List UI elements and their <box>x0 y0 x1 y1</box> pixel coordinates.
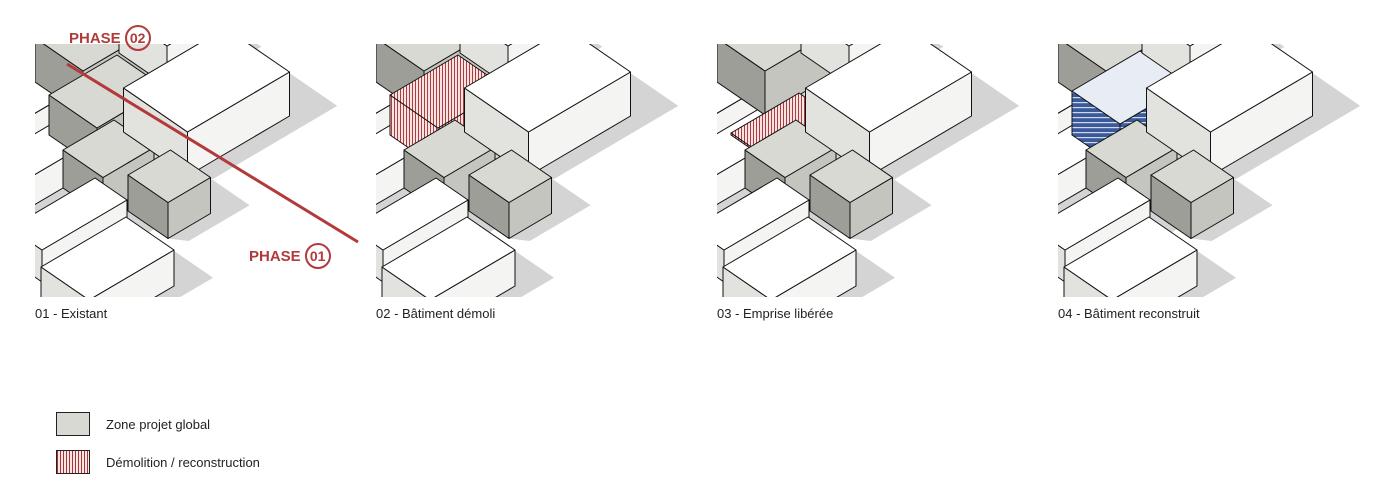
panel-rebuilt <box>1058 44 1380 297</box>
legend-project-zone: Zone projet global <box>56 412 210 436</box>
axonometric-cleared <box>717 44 1020 297</box>
phase-divider-line <box>66 62 359 244</box>
building-block-roof <box>722 216 857 297</box>
phase-text: PHASE <box>249 247 301 265</box>
building-block-roof <box>376 177 469 251</box>
axonometric-rebuilt <box>1058 44 1361 297</box>
building-block-roof <box>1058 177 1151 251</box>
building-block-roof <box>1186 44 1195 47</box>
building-block-roof <box>35 177 128 251</box>
building-block-roof <box>381 216 516 297</box>
project-zone-block-roof <box>42 44 130 72</box>
project-zone-block-roof <box>127 149 211 203</box>
panel-demolished <box>376 44 698 297</box>
legend-label: Démolition / reconstruction <box>106 454 260 470</box>
building-block-roof <box>1146 44 1313 133</box>
building-block-roof <box>40 216 175 297</box>
project-zone-block-roof <box>809 149 893 203</box>
phase-number-badge: 02 <box>124 25 151 51</box>
project-zone-block-roof <box>724 44 812 72</box>
axonometric-existing <box>35 44 338 297</box>
axonometric-demolished <box>376 44 679 297</box>
legend-swatch-hatch <box>56 450 90 474</box>
project-zone-block-roof <box>383 44 471 72</box>
building-block-roof <box>805 44 972 133</box>
project-zone-block-roof <box>1150 149 1234 203</box>
building-block-roof <box>163 44 172 47</box>
project-zone-block-roof <box>1065 44 1153 72</box>
phase-text: PHASE <box>69 29 121 47</box>
legend-swatch-gray <box>56 412 90 436</box>
project-zone-block-roof <box>468 149 552 203</box>
building-block-roof <box>717 177 810 251</box>
building-block-roof <box>123 44 290 133</box>
caption-rebuilt: 04 - Bâtiment reconstruit <box>1058 306 1200 321</box>
building-block-roof <box>845 44 854 47</box>
building-block-roof <box>464 44 631 133</box>
panel-cleared <box>717 44 1039 297</box>
building-block-roof <box>504 44 513 47</box>
phase-number-badge: 01 <box>304 243 331 269</box>
caption-existing: 01 - Existant <box>35 306 108 321</box>
legend-label: Zone projet global <box>106 416 211 432</box>
caption-cleared: 03 - Emprise libérée <box>717 306 834 321</box>
panel-existing <box>35 44 357 297</box>
caption-demolished: 02 - Bâtiment démoli <box>376 306 496 321</box>
legend-demolition: Démolition / reconstruction <box>56 450 260 474</box>
building-block-roof <box>1063 216 1198 297</box>
